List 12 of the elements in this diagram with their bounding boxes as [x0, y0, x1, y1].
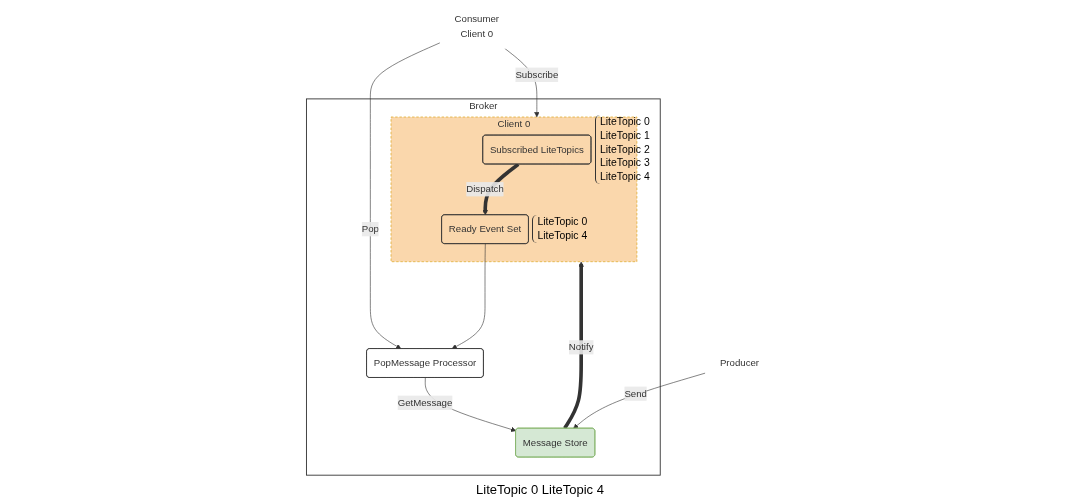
edge-label: Notify [568, 341, 594, 353]
node-text: Consumer Client 0 [454, 13, 500, 39]
edge-label: GetMessage [397, 397, 453, 408]
arrow [563, 261, 584, 430]
edge-label: Send [624, 388, 647, 399]
topic-text: LiteTopic 0 [537, 215, 588, 230]
edge-label: Subscribe [515, 69, 559, 80]
edge-label: Dispatch [466, 183, 504, 195]
topic-text: LiteTopic 4 [537, 229, 588, 243]
edge-label: Pop [361, 223, 379, 234]
node-text: Producer [719, 357, 760, 368]
note-text: LiteTopic 0 LiteTopic 4 [476, 482, 604, 497]
